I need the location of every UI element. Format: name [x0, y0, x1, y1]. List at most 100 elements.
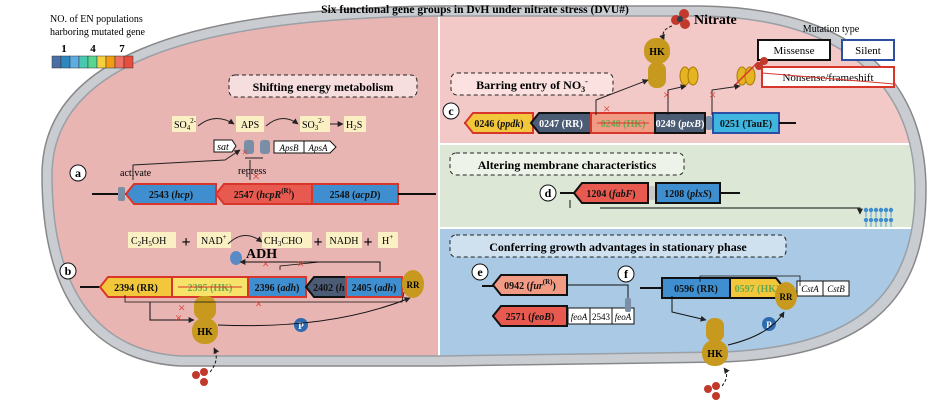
gene-2548-label: 2548 (acpD): [330, 190, 381, 201]
aps-label: APS: [241, 120, 259, 131]
tick-1: 1: [61, 43, 67, 55]
header-energy: Shifting energy metabolism: [228, 74, 418, 98]
gene-1204-text: fabF: [612, 189, 632, 200]
gene-2543-label: 2543 (hcp): [149, 190, 193, 201]
gene-1204-label: 1204 (fabF): [586, 189, 635, 200]
so3-sub: 3: [315, 124, 319, 132]
svg-text:+: +: [313, 234, 322, 251]
colorbar-swatch: [51, 55, 62, 69]
letter-f: f: [624, 267, 629, 281]
so4-sub: 4: [187, 124, 191, 132]
gene-2547-text: 2547 (: [234, 190, 261, 201]
nad-sup: +: [223, 233, 227, 241]
gene-1208-text: plxS: [689, 189, 709, 200]
gene-2547-text: (R): [281, 187, 291, 195]
gene-0246-text: 0246 (: [474, 119, 501, 130]
gene-0248-text: HK: [626, 119, 642, 130]
svg-text:H+: H+: [382, 233, 393, 247]
gene-2396-text: ): [296, 283, 299, 294]
rr-f: RR P: [762, 282, 797, 331]
svg-text:NAD+: NAD+: [201, 233, 227, 247]
gene-0247-text: RR: [565, 119, 580, 130]
gene-0251-text: 0251 (: [720, 119, 747, 130]
c2h5oh-sub1: 2: [138, 240, 142, 248]
h2s-tail: S: [357, 120, 363, 131]
gene-1204-text: ): [632, 189, 635, 200]
gene-2396-text: 2396 (: [255, 283, 282, 294]
count-legend: NO. of EN populations harboring mutated …: [50, 14, 146, 69]
gene-0596-label: 0596 (RR): [674, 284, 718, 295]
gene-2405: [345, 276, 403, 298]
h-plus-sup: +: [389, 233, 393, 241]
svg-text:+: +: [363, 234, 372, 251]
svg-text:×: ×: [242, 145, 249, 159]
gene-0247: [529, 112, 592, 134]
c2h5oh-sub2: 5: [148, 240, 152, 248]
promoter-d: [649, 186, 655, 200]
header-barring-sub: 3: [581, 85, 585, 94]
gene-0247-label: 0247 (RR): [539, 119, 583, 130]
lipid-head: [883, 217, 889, 223]
count-legend-title-1: NO. of EN populations: [50, 14, 143, 25]
mutation-legend: Mutation type Missense Silent Nonsense/f…: [757, 24, 895, 88]
colorbar-swatch: [105, 55, 116, 69]
svg-text:Barring entry of NO3-: Barring entry of NO3-: [476, 77, 588, 94]
gene-0942-text: (R): [543, 278, 553, 286]
svg-text:+: +: [181, 234, 190, 251]
gene-2543-e-label: 2543: [592, 312, 611, 322]
lipid-head: [863, 217, 869, 223]
gene-1204: [572, 182, 649, 204]
gene-0246: [463, 112, 534, 134]
rr-b: RR P × × × × ×: [124, 256, 424, 332]
promoter-c: [706, 116, 712, 130]
ch3cho: CH: [264, 236, 278, 247]
gene-2394-text: RR: [140, 283, 155, 294]
svg-text:×: ×: [709, 87, 716, 102]
header-energy-text: Shifting energy metabolism: [253, 80, 394, 94]
header-growth-text: Conferring growth advantages in stationa…: [489, 240, 747, 254]
legend-missense: Missense: [774, 45, 815, 57]
header-barring: Barring entry of NO3-: [450, 72, 614, 96]
gene-2571-text: feoB: [532, 312, 552, 323]
gene-0247-text: 0247 (: [539, 119, 566, 130]
colorbar-swatch: [96, 55, 107, 69]
gene-2547-label: 2547 (hcpR(R)): [234, 187, 295, 201]
h2s-label: H: [346, 120, 353, 131]
gene-0251-label: 0251 (TauE): [720, 119, 772, 130]
nad: NAD: [201, 236, 223, 247]
gene-0597-text: 0597 (: [735, 284, 762, 295]
gene-0596-text: RR: [700, 284, 715, 295]
gene-1208: [655, 182, 721, 204]
activate-label: activate: [120, 168, 152, 179]
gene-cstA-label: CstA: [801, 284, 819, 294]
svg-text:×: ×: [603, 101, 610, 116]
gene-0942-label: 0942 (fur(R)): [504, 278, 556, 292]
gene-0246-text: ): [520, 119, 523, 130]
promoter-e: [625, 298, 631, 312]
panel-letters: a b c d e f: [59, 102, 635, 283]
lipid-head: [878, 207, 884, 213]
gene-0246-text: ppdk: [499, 119, 520, 130]
figure-title: Six functional gene groups in DvH under …: [321, 4, 629, 16]
transporter-2: [733, 57, 768, 87]
so3-label: SO: [302, 120, 315, 131]
gene-0596-text: 0596 (: [674, 284, 701, 295]
tick-7: 7: [119, 43, 125, 55]
gene-2395-text: 2395 (: [188, 283, 215, 294]
gene-2548-text: ): [377, 190, 380, 201]
gene-0942-text: ): [553, 281, 556, 292]
feoA-2-label: feoA: [615, 312, 632, 322]
so4-sup: 2-: [190, 117, 197, 125]
gene-2405-text: adh: [377, 283, 393, 294]
gene-2548: [311, 183, 399, 205]
gene-2547: [214, 183, 313, 205]
hk-c-label: HK: [649, 47, 665, 58]
lipid-head: [873, 217, 879, 223]
colorbar-swatch: [60, 55, 71, 69]
svg-text:×: ×: [297, 256, 304, 271]
c2h5oh-oh: OH: [152, 236, 166, 247]
gene-2571-text: 2571 (: [506, 312, 533, 323]
c2h5oh: C: [131, 236, 138, 247]
ch3cho-tail: CHO: [281, 236, 302, 247]
h-plus: H: [382, 236, 389, 247]
